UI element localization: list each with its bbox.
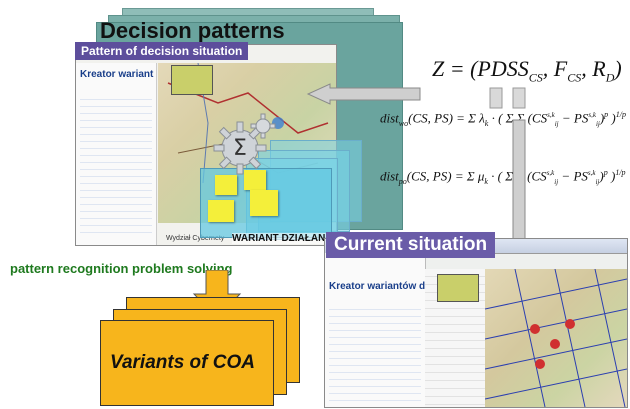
- pattern-banner: Pattern of decision situation: [75, 42, 249, 60]
- sticky-note-icon: [215, 175, 237, 195]
- current-situation-banner: Current situation: [326, 232, 496, 258]
- screen-map-thumbnail: [437, 274, 479, 302]
- screen-title: Kreator wariantów d: [329, 281, 426, 292]
- screen-title: Kreator wariant: [80, 69, 154, 80]
- variants-of-coa-label: Variants of COA: [110, 352, 255, 373]
- equation-dist-wo: distwo(CS, PS) = Σ λk · ( Σ Σ (CSs,kij −…: [380, 110, 626, 128]
- coa-doc-front: [100, 320, 274, 406]
- current-screenshot: Kreator wariantów d: [324, 238, 628, 408]
- sticky-note-icon: [250, 190, 278, 216]
- wariant-label: WARIANT DZIAŁANIA: [232, 233, 336, 244]
- gear-icon: Σ: [213, 121, 267, 175]
- sticky-note-icon: [244, 170, 266, 190]
- screen-tree: [329, 303, 421, 403]
- screen-sidebar: Kreator wariantów d: [325, 253, 426, 407]
- map-lines: [484, 268, 627, 407]
- screen-map-thumbnail: [171, 65, 213, 95]
- screen-map: [484, 268, 627, 407]
- svg-text:Σ: Σ: [233, 136, 247, 161]
- sticky-note-icon: [208, 200, 234, 222]
- small-gear-icon: [250, 113, 276, 139]
- screen-tree: [80, 93, 152, 233]
- pattern-recognition-label: pattern recognition problem solving: [10, 261, 233, 276]
- screen-caption: Wydział Cybernety: [166, 235, 225, 242]
- screen-sidebar: Kreator wariant: [76, 63, 157, 245]
- decision-patterns-title: Decision patterns: [100, 18, 285, 43]
- equation-z: Z = (PDSSCS, FCS, RD): [432, 56, 622, 85]
